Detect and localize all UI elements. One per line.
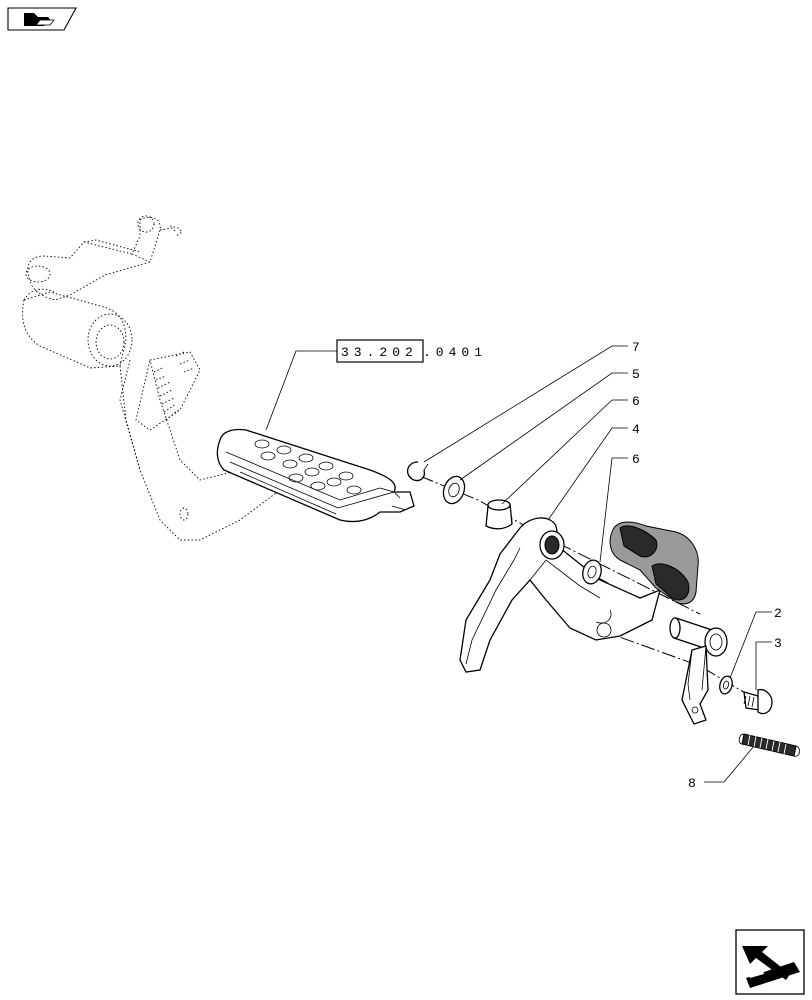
circlip-part-7 xyxy=(407,461,429,482)
washer-part-2 xyxy=(719,675,733,695)
reference-boxed-text: 33.202 xyxy=(341,345,418,360)
callout-label-3: 3 xyxy=(774,636,782,651)
pedal-ghost-assembly xyxy=(22,215,281,541)
washer-part-6b xyxy=(582,559,602,585)
pivot-pin xyxy=(669,617,728,657)
pedal-plate xyxy=(216,428,415,523)
callout-label-5: 5 xyxy=(632,367,640,382)
bushing-part-6 xyxy=(485,499,513,530)
callout-label-6-second: 6 xyxy=(632,452,640,467)
bolt-part-3 xyxy=(743,688,773,715)
reference-suffix-text: .0401 xyxy=(423,345,487,360)
pedal-pad-block xyxy=(609,521,699,605)
callout-label-2: 2 xyxy=(774,606,782,621)
callout-label-6: 6 xyxy=(632,394,640,409)
callout-label-8: 8 xyxy=(688,776,696,791)
lever-part-4 xyxy=(459,517,661,673)
callout-label-4: 4 xyxy=(632,422,640,437)
mounting-bracket xyxy=(681,645,709,725)
washer-part-5 xyxy=(442,475,466,505)
folder-book-icon[interactable] xyxy=(7,7,77,31)
spring-part-8 xyxy=(738,733,800,757)
callouts: 7 5 6 4 6 2 3 8 xyxy=(423,340,782,791)
reference-leader-line xyxy=(265,350,337,431)
callout-label-7: 7 xyxy=(632,340,640,355)
reference-label[interactable]: 33.202 .0401 xyxy=(265,339,487,431)
next-page-arrow-icon[interactable] xyxy=(735,929,805,995)
